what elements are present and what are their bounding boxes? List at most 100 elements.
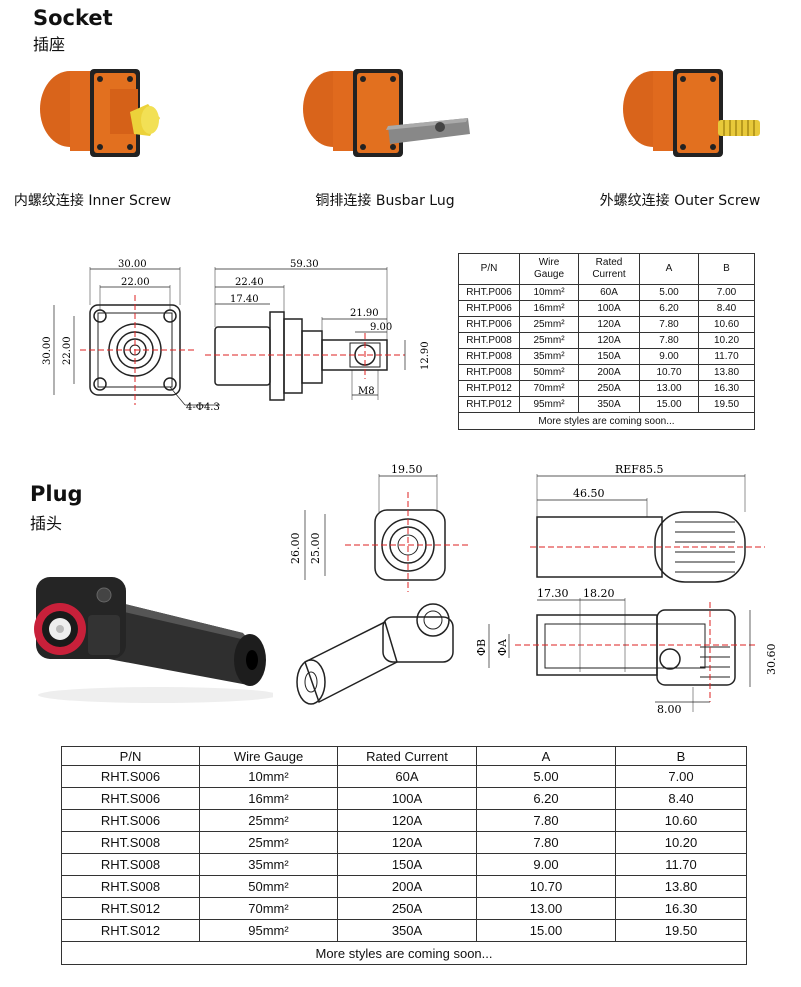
cell: 120A	[578, 332, 640, 349]
dim-46-50: 46.50	[573, 487, 605, 500]
cell: 5.00	[476, 765, 616, 788]
cell: 120A	[578, 316, 640, 333]
cell: 200A	[337, 875, 477, 898]
cell: 11.70	[615, 853, 747, 876]
cell: 95mm²	[199, 919, 338, 942]
dim-59-30: 59.30	[290, 259, 319, 270]
table-footer-row: More styles are coming soon...	[61, 941, 747, 965]
cell: 10.60	[698, 316, 755, 333]
dim-m8: M8	[358, 386, 375, 397]
cell: 9.00	[639, 348, 699, 365]
cell: RHT.S008	[61, 853, 200, 876]
dim-22-00-side: 22.00	[62, 336, 73, 365]
col-b: B	[615, 746, 747, 766]
cell: RHT.P006	[458, 316, 520, 333]
cell: 35mm²	[199, 853, 338, 876]
cell: 7.80	[639, 316, 699, 333]
dim-26-00: 26.00	[289, 533, 302, 565]
cell: 16mm²	[519, 300, 579, 317]
cell: 15.00	[639, 396, 699, 413]
table-footer-row: More styles are coming soon...	[458, 412, 755, 430]
cell: 25mm²	[199, 809, 338, 832]
cell: 250A	[337, 897, 477, 920]
variant-label-busbar-lug: 铜排连接 Busbar Lug	[315, 193, 455, 209]
cell: 13.80	[698, 364, 755, 381]
socket-busbar-lug-image	[303, 69, 470, 157]
cell: 19.50	[615, 919, 747, 942]
cell: RHT.P008	[458, 364, 520, 381]
cell: 100A	[578, 300, 640, 317]
cell: 120A	[337, 809, 477, 832]
cell: 9.00	[476, 853, 616, 876]
cell: 10.60	[615, 809, 747, 832]
plug-product-image	[34, 577, 273, 703]
cell: 50mm²	[199, 875, 338, 898]
cell: RHT.P006	[458, 284, 520, 301]
dim-22-00-top: 22.00	[121, 277, 150, 288]
cell: 7.00	[615, 765, 747, 788]
cell: 25mm²	[199, 831, 338, 854]
table-footer: More styles are coming soon...	[458, 412, 755, 430]
socket-spec-table: P/N Wire Gauge Rated Current A B RHT.P00…	[458, 253, 755, 430]
cell: 250A	[578, 380, 640, 397]
dim-30-00-top: 30.00	[118, 259, 147, 270]
plug-spec-table: P/N Wire Gauge Rated Current A B RHT.S00…	[61, 746, 747, 965]
plug-technical-drawing: 19.50 26.00 25.00 REF85.5 46.50 17.30 18…	[289, 463, 778, 716]
socket-title-cn: 插座	[33, 35, 66, 54]
cell: 10mm²	[199, 765, 338, 788]
dim-18-20: 18.20	[583, 587, 615, 600]
dim-phi-b: ΦB	[475, 639, 488, 656]
cell: 100A	[337, 787, 477, 810]
plug-title: Plug	[30, 482, 83, 506]
socket-technical-drawing: 30.00 22.00 30.00 22.00 4-Φ4.3 59.30 22.…	[42, 259, 431, 413]
cell: 7.80	[476, 809, 616, 832]
cell: 10.20	[615, 831, 747, 854]
cell: 11.70	[698, 348, 755, 365]
dim-12-90: 12.90	[420, 341, 431, 370]
table-header-row: P/N Wire Gauge Rated Current A B	[458, 253, 755, 285]
col-b: B	[698, 253, 755, 285]
col-rated-current: Rated Current	[337, 746, 477, 766]
cell: RHT.S006	[61, 765, 200, 788]
dim-30-60: 30.60	[765, 644, 778, 676]
cell: 13.00	[639, 380, 699, 397]
cell: 7.80	[639, 332, 699, 349]
col-pn: P/N	[458, 253, 520, 285]
dim-25-00: 25.00	[309, 533, 322, 565]
col-pn: P/N	[61, 746, 200, 766]
cell: 6.20	[639, 300, 699, 317]
cell: RHT.S012	[61, 919, 200, 942]
dim-ref85-5: REF85.5	[615, 463, 663, 476]
dim-17-30: 17.30	[537, 587, 569, 600]
cell: 16mm²	[199, 787, 338, 810]
socket-inner-screw-image	[40, 69, 160, 157]
dim-hole-4-phi-4-3: 4-Φ4.3	[186, 402, 220, 413]
cell: 5.00	[639, 284, 699, 301]
dim-22-40: 22.40	[235, 277, 264, 288]
socket-title: Socket	[33, 6, 113, 30]
cell: 19.50	[698, 396, 755, 413]
dim-17-40: 17.40	[230, 294, 259, 305]
cell: 70mm²	[519, 380, 579, 397]
dim-21-90: 21.90	[350, 308, 379, 319]
cell: 25mm²	[519, 332, 579, 349]
cell: 7.80	[476, 831, 616, 854]
cell: 15.00	[476, 919, 616, 942]
col-a: A	[639, 253, 699, 285]
cell: 60A	[578, 284, 640, 301]
cell: 10mm²	[519, 284, 579, 301]
dim-19-50: 19.50	[391, 463, 423, 476]
cell: 7.00	[698, 284, 755, 301]
